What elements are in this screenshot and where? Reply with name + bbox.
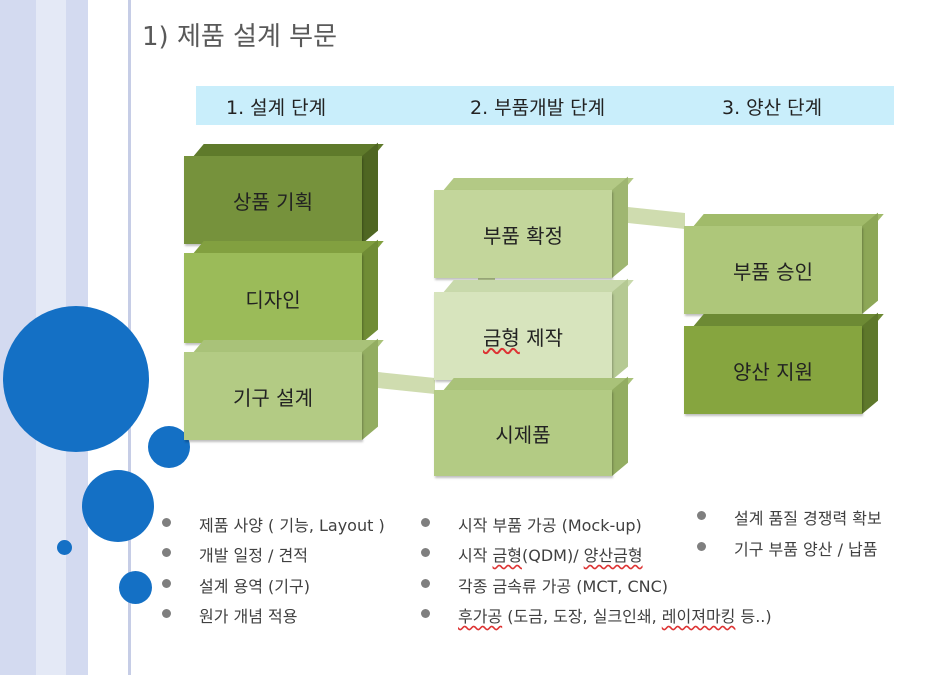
process-box-mechanical-design: 기구 설계 xyxy=(184,338,384,440)
decor-circle xyxy=(148,426,190,468)
bullet-mass-supply: 기구 부품 양산 / 납품 xyxy=(734,540,878,559)
bullet-mold: 시작 금형(QDM)/ 양산금형 xyxy=(458,546,643,565)
process-box-parts-approval: 부품 승인 xyxy=(684,212,884,314)
stage-header-bar xyxy=(196,86,894,125)
decor-circle-large xyxy=(3,306,149,452)
process-box-mold-making: 금형 제작 xyxy=(434,278,634,380)
process-box-mass-production-support: 양산 지원 xyxy=(684,312,884,414)
process-box-parts-confirm: 부품 확정 xyxy=(434,176,634,278)
process-box-prototype: 시제품 xyxy=(434,376,634,476)
stage-label-mass-production: 3. 양산 단계 xyxy=(722,97,823,119)
bullet-dot xyxy=(162,518,171,527)
bullet-dot xyxy=(421,609,430,618)
mold-making-label: 금형 제작 xyxy=(483,322,563,351)
process-box-design: 디자인 xyxy=(184,239,384,343)
mold-word: 금형 xyxy=(483,325,520,350)
stage-label-design: 1. 설계 단계 xyxy=(226,97,327,119)
bullet-dot xyxy=(162,609,171,618)
bullet-schedule: 개발 일정 / 견적 xyxy=(199,546,308,565)
bullet-mockup: 시작 부품 가공 (Mock-up) xyxy=(458,516,642,535)
stage-label-parts-dev: 2. 부품개발 단계 xyxy=(470,97,606,119)
connector xyxy=(378,372,435,394)
bullet-quality: 설계 품질 경쟁력 확보 xyxy=(734,509,882,528)
bullet-dot xyxy=(162,579,171,588)
page-title: 1) 제품 설계 부문 xyxy=(142,22,337,52)
bullet-dot xyxy=(421,579,430,588)
bullet-design-service: 설계 용역 (기구) xyxy=(199,577,310,596)
bullet-dot xyxy=(697,511,706,520)
bullet-dot xyxy=(697,542,706,551)
bullet-dot xyxy=(421,548,430,557)
bullet-metal-processing: 각종 금속류 가공 (MCT, CNC) xyxy=(458,577,669,596)
decor-circle-small xyxy=(57,540,72,555)
process-box-product-planning: 상품 기획 xyxy=(184,142,384,244)
connector xyxy=(628,207,685,229)
bullet-spec: 제품 사양 ( 기능, Layout ) xyxy=(199,516,385,535)
decor-circle xyxy=(82,470,154,542)
mold-rest: 제작 xyxy=(519,325,563,350)
bullet-dot xyxy=(162,548,171,557)
bullet-cost: 원가 개념 적용 xyxy=(199,607,298,626)
decor-circle xyxy=(119,571,152,604)
bullet-post-processing: 후가공 (도금, 도장, 실크인쇄, 레이져마킹 등..) xyxy=(458,607,772,626)
bullet-dot xyxy=(421,518,430,527)
